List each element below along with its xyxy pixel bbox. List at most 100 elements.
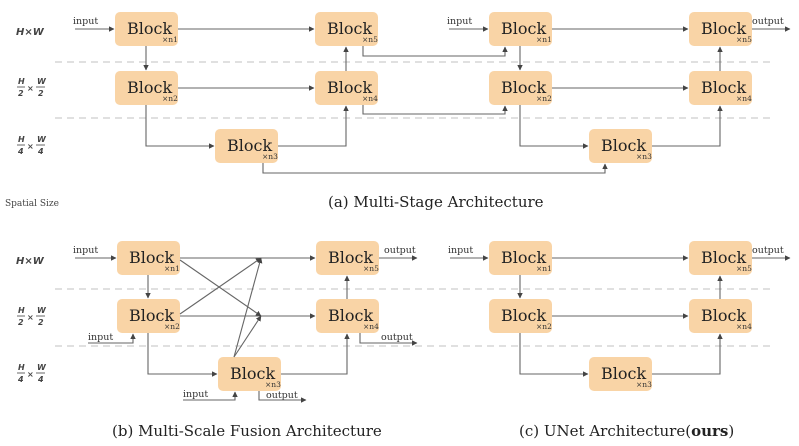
block-label: Block: [701, 248, 746, 267]
block-box: [589, 129, 652, 163]
block-box: [489, 71, 552, 105]
block-label: Block: [129, 306, 174, 325]
row-label-hw: H×W: [16, 27, 45, 38]
svg-text:×: ×: [27, 313, 34, 322]
row-label-quarter: H 4 × W 4: [17, 135, 47, 156]
block-box: [117, 241, 180, 275]
block-a2-n4: Block×n4: [689, 71, 752, 105]
block-label: Block: [327, 19, 372, 38]
block-repeat: ×n2: [162, 94, 178, 103]
block-box: [215, 129, 278, 163]
connection: [183, 391, 238, 401]
block-repeat: ×n2: [536, 322, 552, 331]
spatial-size-label: Spatial Size: [5, 199, 59, 209]
block-repeat: ×n3: [636, 152, 652, 161]
block-c-n5: Block×n5: [689, 241, 752, 275]
connection: [359, 333, 418, 346]
block-repeat: ×n1: [536, 35, 552, 44]
block-label: Block: [127, 19, 172, 38]
svg-text:×: ×: [27, 370, 34, 379]
block-repeat: ×n5: [363, 264, 379, 273]
block-repeat: ×n2: [164, 322, 180, 331]
svg-text:4: 4: [17, 375, 24, 384]
block-repeat: ×n5: [736, 35, 752, 44]
block-b-n5: Block×n5: [316, 241, 379, 275]
block-label: Block: [601, 136, 646, 155]
block-box: [315, 12, 378, 46]
block-b-n2: Block×n2: [117, 299, 180, 333]
svg-text:2: 2: [18, 89, 24, 98]
row-label-half: H 2 × W 2: [17, 77, 47, 98]
connection: [179, 257, 262, 315]
svg-text:2: 2: [38, 89, 44, 98]
svg-text:4: 4: [37, 147, 44, 156]
block-a2-n3: Block×n3: [589, 129, 652, 163]
row-labels-bottom: H×W H 2 × W 2 H 4 × W 4: [16, 256, 47, 384]
block-repeat: ×n4: [362, 94, 378, 103]
blocks-layer: Block×n1Block×n2Block×n3Block×n4Block×n5…: [115, 12, 752, 391]
svg-text:H: H: [18, 77, 25, 86]
block-label: Block: [127, 78, 172, 97]
output-label: output: [384, 245, 416, 256]
connection: [145, 105, 215, 149]
block-label: Block: [701, 306, 746, 325]
block-repeat: ×n3: [636, 380, 652, 389]
connection: [362, 46, 508, 57]
connection: [258, 391, 307, 403]
block-label: Block: [701, 78, 746, 97]
output-label: output: [381, 332, 413, 343]
svg-text:H×W: H×W: [16, 256, 45, 267]
block-repeat: ×n3: [262, 152, 278, 161]
block-box: [689, 241, 752, 275]
input-label: input: [183, 389, 208, 400]
block-a2-n1: Block×n1: [489, 12, 552, 46]
connection: [233, 315, 262, 358]
connection: [362, 105, 508, 115]
block-label: Block: [327, 78, 372, 97]
block-label: Block: [501, 78, 546, 97]
connection: [88, 333, 136, 344]
block-box: [315, 71, 378, 105]
connection: [519, 105, 589, 149]
svg-text:4: 4: [37, 375, 44, 384]
connection: [233, 257, 263, 358]
svg-text:2: 2: [18, 318, 24, 327]
connection: [278, 105, 349, 147]
block-repeat: ×n5: [736, 264, 752, 273]
output-label: output: [266, 390, 298, 401]
connection: [281, 333, 350, 375]
svg-text:H: H: [18, 135, 25, 144]
svg-text:W: W: [37, 77, 47, 86]
block-repeat: ×n3: [265, 380, 281, 389]
svg-text:W: W: [37, 363, 47, 372]
connection: [652, 105, 723, 147]
block-label: Block: [129, 248, 174, 267]
block-b-n3: Block×n3: [218, 357, 281, 391]
connection: [179, 259, 262, 317]
svg-text:×: ×: [27, 142, 34, 151]
block-repeat: ×n4: [736, 94, 752, 103]
block-label: Block: [328, 306, 373, 325]
block-b-n4: Block×n4: [316, 299, 379, 333]
input-label: input: [448, 245, 473, 256]
block-c-n4: Block×n4: [689, 299, 752, 333]
output-label: output: [752, 245, 784, 256]
block-repeat: ×n5: [362, 35, 378, 44]
block-box: [589, 357, 652, 391]
block-a1-n3: Block×n3: [215, 129, 278, 163]
block-box: [316, 241, 379, 275]
svg-text:W: W: [37, 135, 47, 144]
block-box: [117, 299, 180, 333]
caption-c: (c) UNet Architecture(ours): [519, 422, 734, 440]
connection: [147, 333, 218, 377]
block-c-n2: Block×n2: [489, 299, 552, 333]
connection: [519, 333, 589, 377]
input-label: input: [88, 332, 113, 343]
input-label: input: [73, 245, 98, 256]
input-label: input: [73, 16, 98, 27]
connection: [262, 163, 608, 174]
block-box: [115, 12, 178, 46]
block-repeat: ×n1: [162, 35, 178, 44]
caption-a: (a) Multi-Stage Architecture: [328, 193, 544, 211]
